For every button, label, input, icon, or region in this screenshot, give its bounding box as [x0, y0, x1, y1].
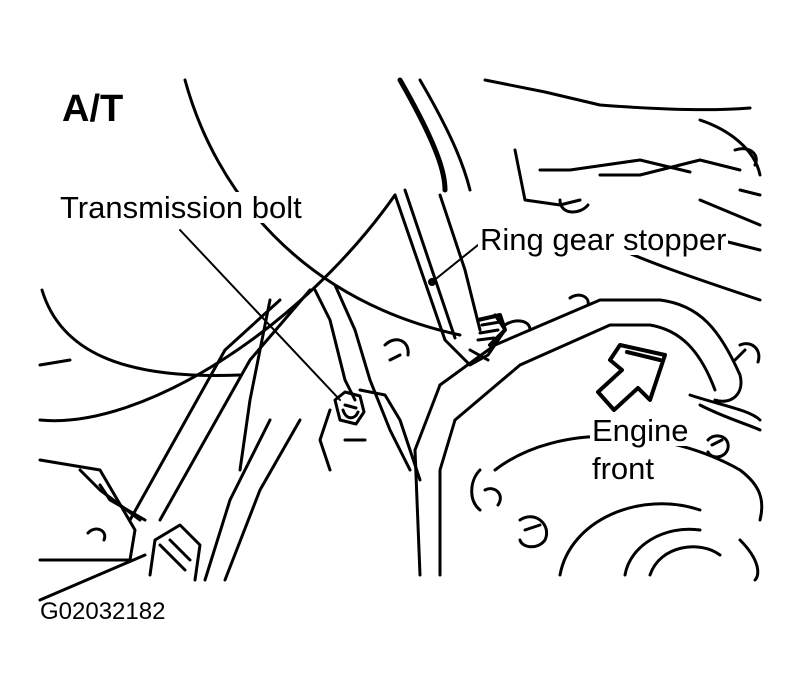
- transmission-bolt-label: Transmission bolt: [58, 190, 304, 225]
- engine-front-label-line2: front: [590, 451, 657, 486]
- leader-lines: [180, 230, 478, 400]
- ring-gear-stopper-label: Ring gear stopper: [478, 222, 729, 257]
- transmission-bolt-shape: [335, 392, 364, 424]
- view-heading: A/T: [62, 88, 124, 130]
- engine-block-upper: [485, 80, 760, 300]
- figure-id: G02032182: [40, 598, 166, 625]
- small-clips: [385, 295, 588, 360]
- ring-gear-stopper-leader: [432, 245, 478, 282]
- transmission-case: [40, 290, 310, 600]
- transmission-bolt-leader: [180, 230, 340, 400]
- ring-gear-stopper-shape: [395, 190, 505, 365]
- pulley-housing: [472, 344, 762, 580]
- mounting-bracket: [315, 285, 420, 480]
- engine-front-label-line1: Engine: [590, 413, 691, 448]
- pipe-bracket: [415, 300, 760, 575]
- engine-front-arrow: [598, 345, 665, 410]
